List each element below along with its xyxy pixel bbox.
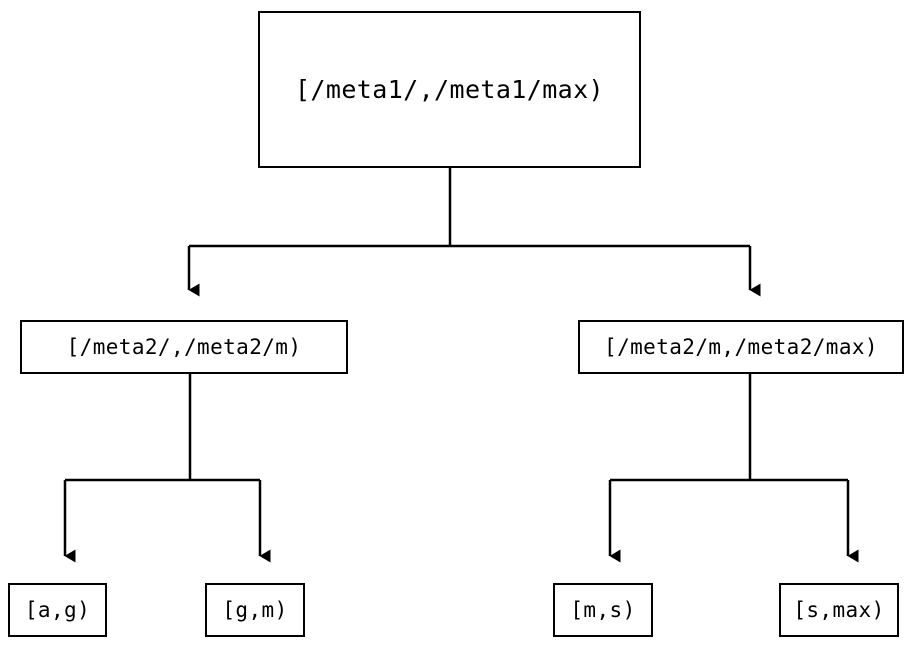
tree-leaf-s-max-label: [s,max) [793, 597, 885, 622]
tree-leaf-a-g[interactable]: [a,g) [8, 583, 107, 637]
tree-node-root-label: [/meta1/,/meta1/max) [294, 75, 605, 104]
tree-leaf-g-m-label: [g,m) [222, 597, 288, 622]
tree-node-meta2-high-label: [/meta2/m,/meta2/max) [604, 334, 878, 359]
tree-node-meta2-low-label: [/meta2/,/meta2/m) [66, 334, 302, 359]
tree-node-meta2-low[interactable]: [/meta2/,/meta2/m) [20, 320, 348, 374]
tree-leaf-m-s[interactable]: [m,s) [553, 583, 653, 637]
tree-leaf-s-max[interactable]: [s,max) [779, 583, 899, 637]
tree-leaf-m-s-label: [m,s) [570, 597, 636, 622]
tree-leaf-a-g-label: [a,g) [24, 597, 91, 622]
tree-node-root[interactable]: [/meta1/,/meta1/max) [258, 11, 641, 168]
tree-leaf-g-m[interactable]: [g,m) [205, 583, 305, 637]
tree-node-meta2-high[interactable]: [/meta2/m,/meta2/max) [578, 320, 904, 374]
